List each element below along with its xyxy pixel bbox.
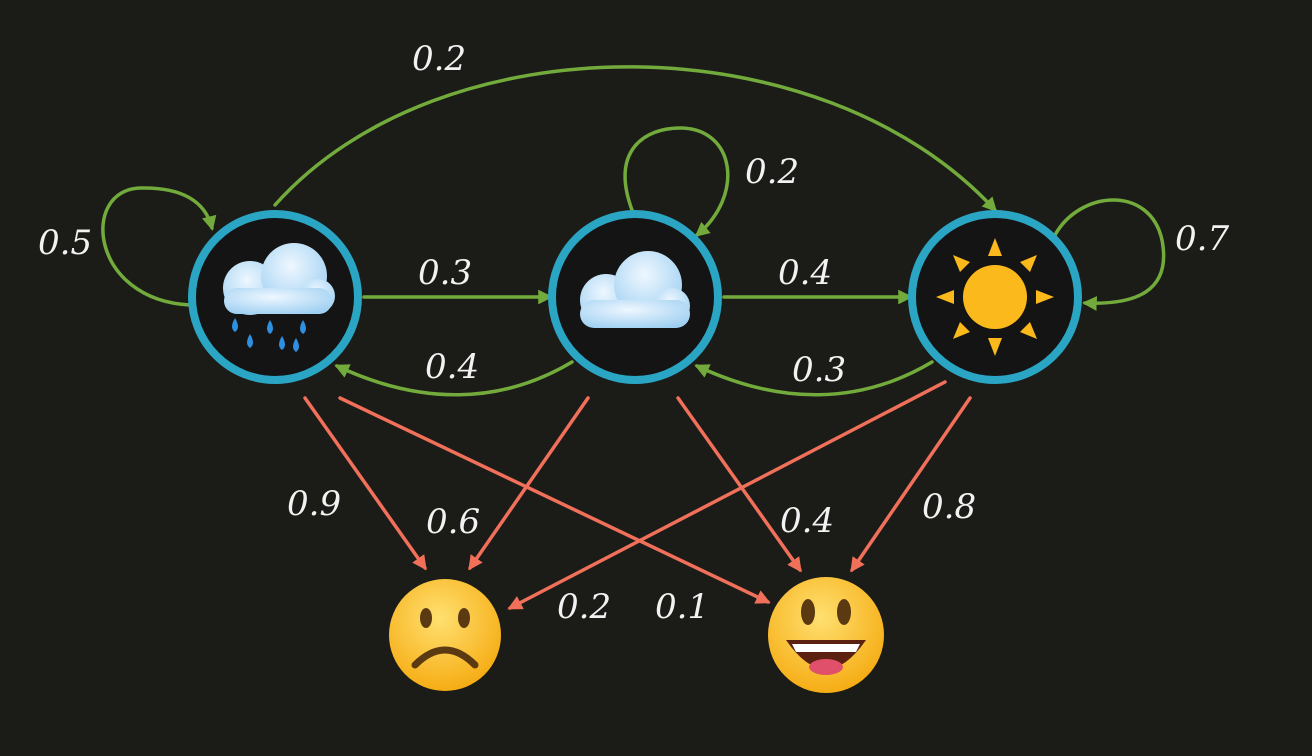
arrow-sunny-to-cloudy <box>694 360 934 397</box>
state-sunny <box>908 210 1082 384</box>
arrow-sunny-to-sad <box>507 380 947 610</box>
smiling-face-icon <box>768 577 884 693</box>
arrow-rainy-to-sad <box>303 396 427 571</box>
label-sunny-to-happy: 0.8 <box>922 487 976 527</box>
arrow-cloudy-self <box>623 126 730 237</box>
arrow-rainy-to-sunny <box>273 65 997 213</box>
label-rainy-to-happy: 0.1 <box>655 587 709 627</box>
label-sunny-to-cloudy: 0.3 <box>792 350 846 390</box>
label-rainy-to-sunny: 0.2 <box>412 39 466 79</box>
arrow-cloudy-to-rainy <box>334 360 574 397</box>
label-rainy-self: 0.5 <box>38 223 92 263</box>
arrow-cloudy-to-happy <box>676 396 802 573</box>
arrow-sunny-self <box>1053 198 1166 311</box>
label-sunny-self: 0.7 <box>1175 219 1229 259</box>
frowning-face-icon <box>389 579 501 691</box>
label-cloudy-to-sad: 0.6 <box>426 502 480 542</box>
cloud-icon <box>580 251 690 328</box>
label-cloudy-to-rainy: 0.4 <box>425 347 479 387</box>
emission-labels: 0.9 0.6 0.4 0.8 0.2 0.1 <box>287 484 976 627</box>
label-cloudy-self: 0.2 <box>745 152 799 192</box>
arrow-sunny-to-happy <box>850 396 972 573</box>
arrow-rainy-to-happy <box>338 396 771 604</box>
label-sunny-to-sad: 0.2 <box>557 587 611 627</box>
label-rainy-to-sad: 0.9 <box>287 484 341 524</box>
state-cloudy <box>548 210 722 384</box>
state-rainy <box>188 210 362 384</box>
rain-cloud-icon <box>223 243 335 352</box>
transition-labels: 0.5 0.2 0.3 0.4 0.2 0.4 0.3 0.7 <box>38 39 1229 390</box>
sun-icon <box>936 238 1054 356</box>
arrow-rainy-self <box>101 186 217 307</box>
label-cloudy-to-happy: 0.4 <box>780 501 834 541</box>
arrow-cloudy-to-sad <box>468 396 590 571</box>
label-cloudy-to-sunny: 0.4 <box>778 253 832 293</box>
label-rainy-to-cloudy: 0.3 <box>418 253 472 293</box>
